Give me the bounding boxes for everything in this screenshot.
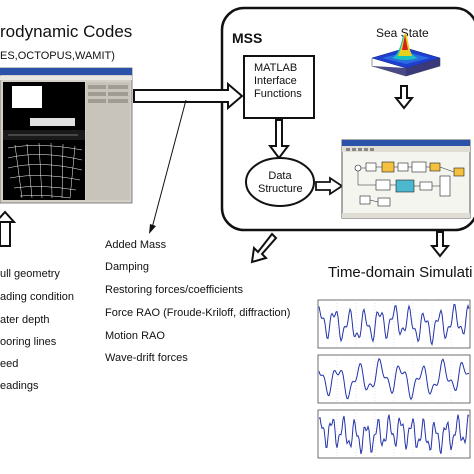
input-item: eed [0, 358, 19, 370]
input-item: ading condition [0, 291, 75, 303]
mss-label: MSS [232, 30, 263, 46]
matlab-line: MATLAB [254, 62, 298, 74]
matlab-interface-box [243, 55, 315, 119]
output-item: Added Mass [105, 239, 167, 251]
time-series-line [318, 303, 470, 347]
hydro-codes-title: rodynamic Codes [0, 22, 133, 41]
time-series-line [318, 414, 470, 455]
data-structure-line: Data [268, 170, 292, 182]
hydro-codes-subtitle: ES,OCTOPUS,WAMIT) [0, 50, 115, 62]
matlab-line: Functions [254, 88, 302, 100]
hydro-software-screenshot [0, 67, 133, 204]
output-item: Restoring forces/coefficients [105, 284, 243, 296]
input-item: ooring lines [0, 336, 57, 348]
matlab-line: Interface [254, 75, 297, 87]
time-domain-plots [317, 299, 471, 459]
data-structure-text: Data Structure [258, 170, 303, 196]
sea-state-plot [371, 33, 441, 77]
matlab-box-text: MATLAB Interface Functions [254, 62, 302, 101]
hydro-to-mss-arrow [133, 81, 244, 111]
input-item: eadings [0, 380, 39, 392]
output-item: Wave-drift forces [105, 352, 188, 364]
output-item: Motion RAO [105, 330, 165, 342]
data-structure-line: Structure [258, 183, 303, 195]
data-structure-ellipse [245, 157, 315, 207]
simulink-screenshot [341, 139, 471, 219]
input-item: ull geometry [0, 268, 60, 280]
time-domain-title: Time-domain Simulati [328, 264, 473, 281]
mss-container [220, 6, 474, 232]
output-item: Damping [105, 261, 150, 273]
output-item: Force RAO (Froude-Kriloff, diffraction) [105, 307, 291, 319]
sea-state-label: Sea State [376, 26, 429, 40]
time-series-line [318, 357, 470, 401]
input-item: ater depth [0, 314, 50, 326]
